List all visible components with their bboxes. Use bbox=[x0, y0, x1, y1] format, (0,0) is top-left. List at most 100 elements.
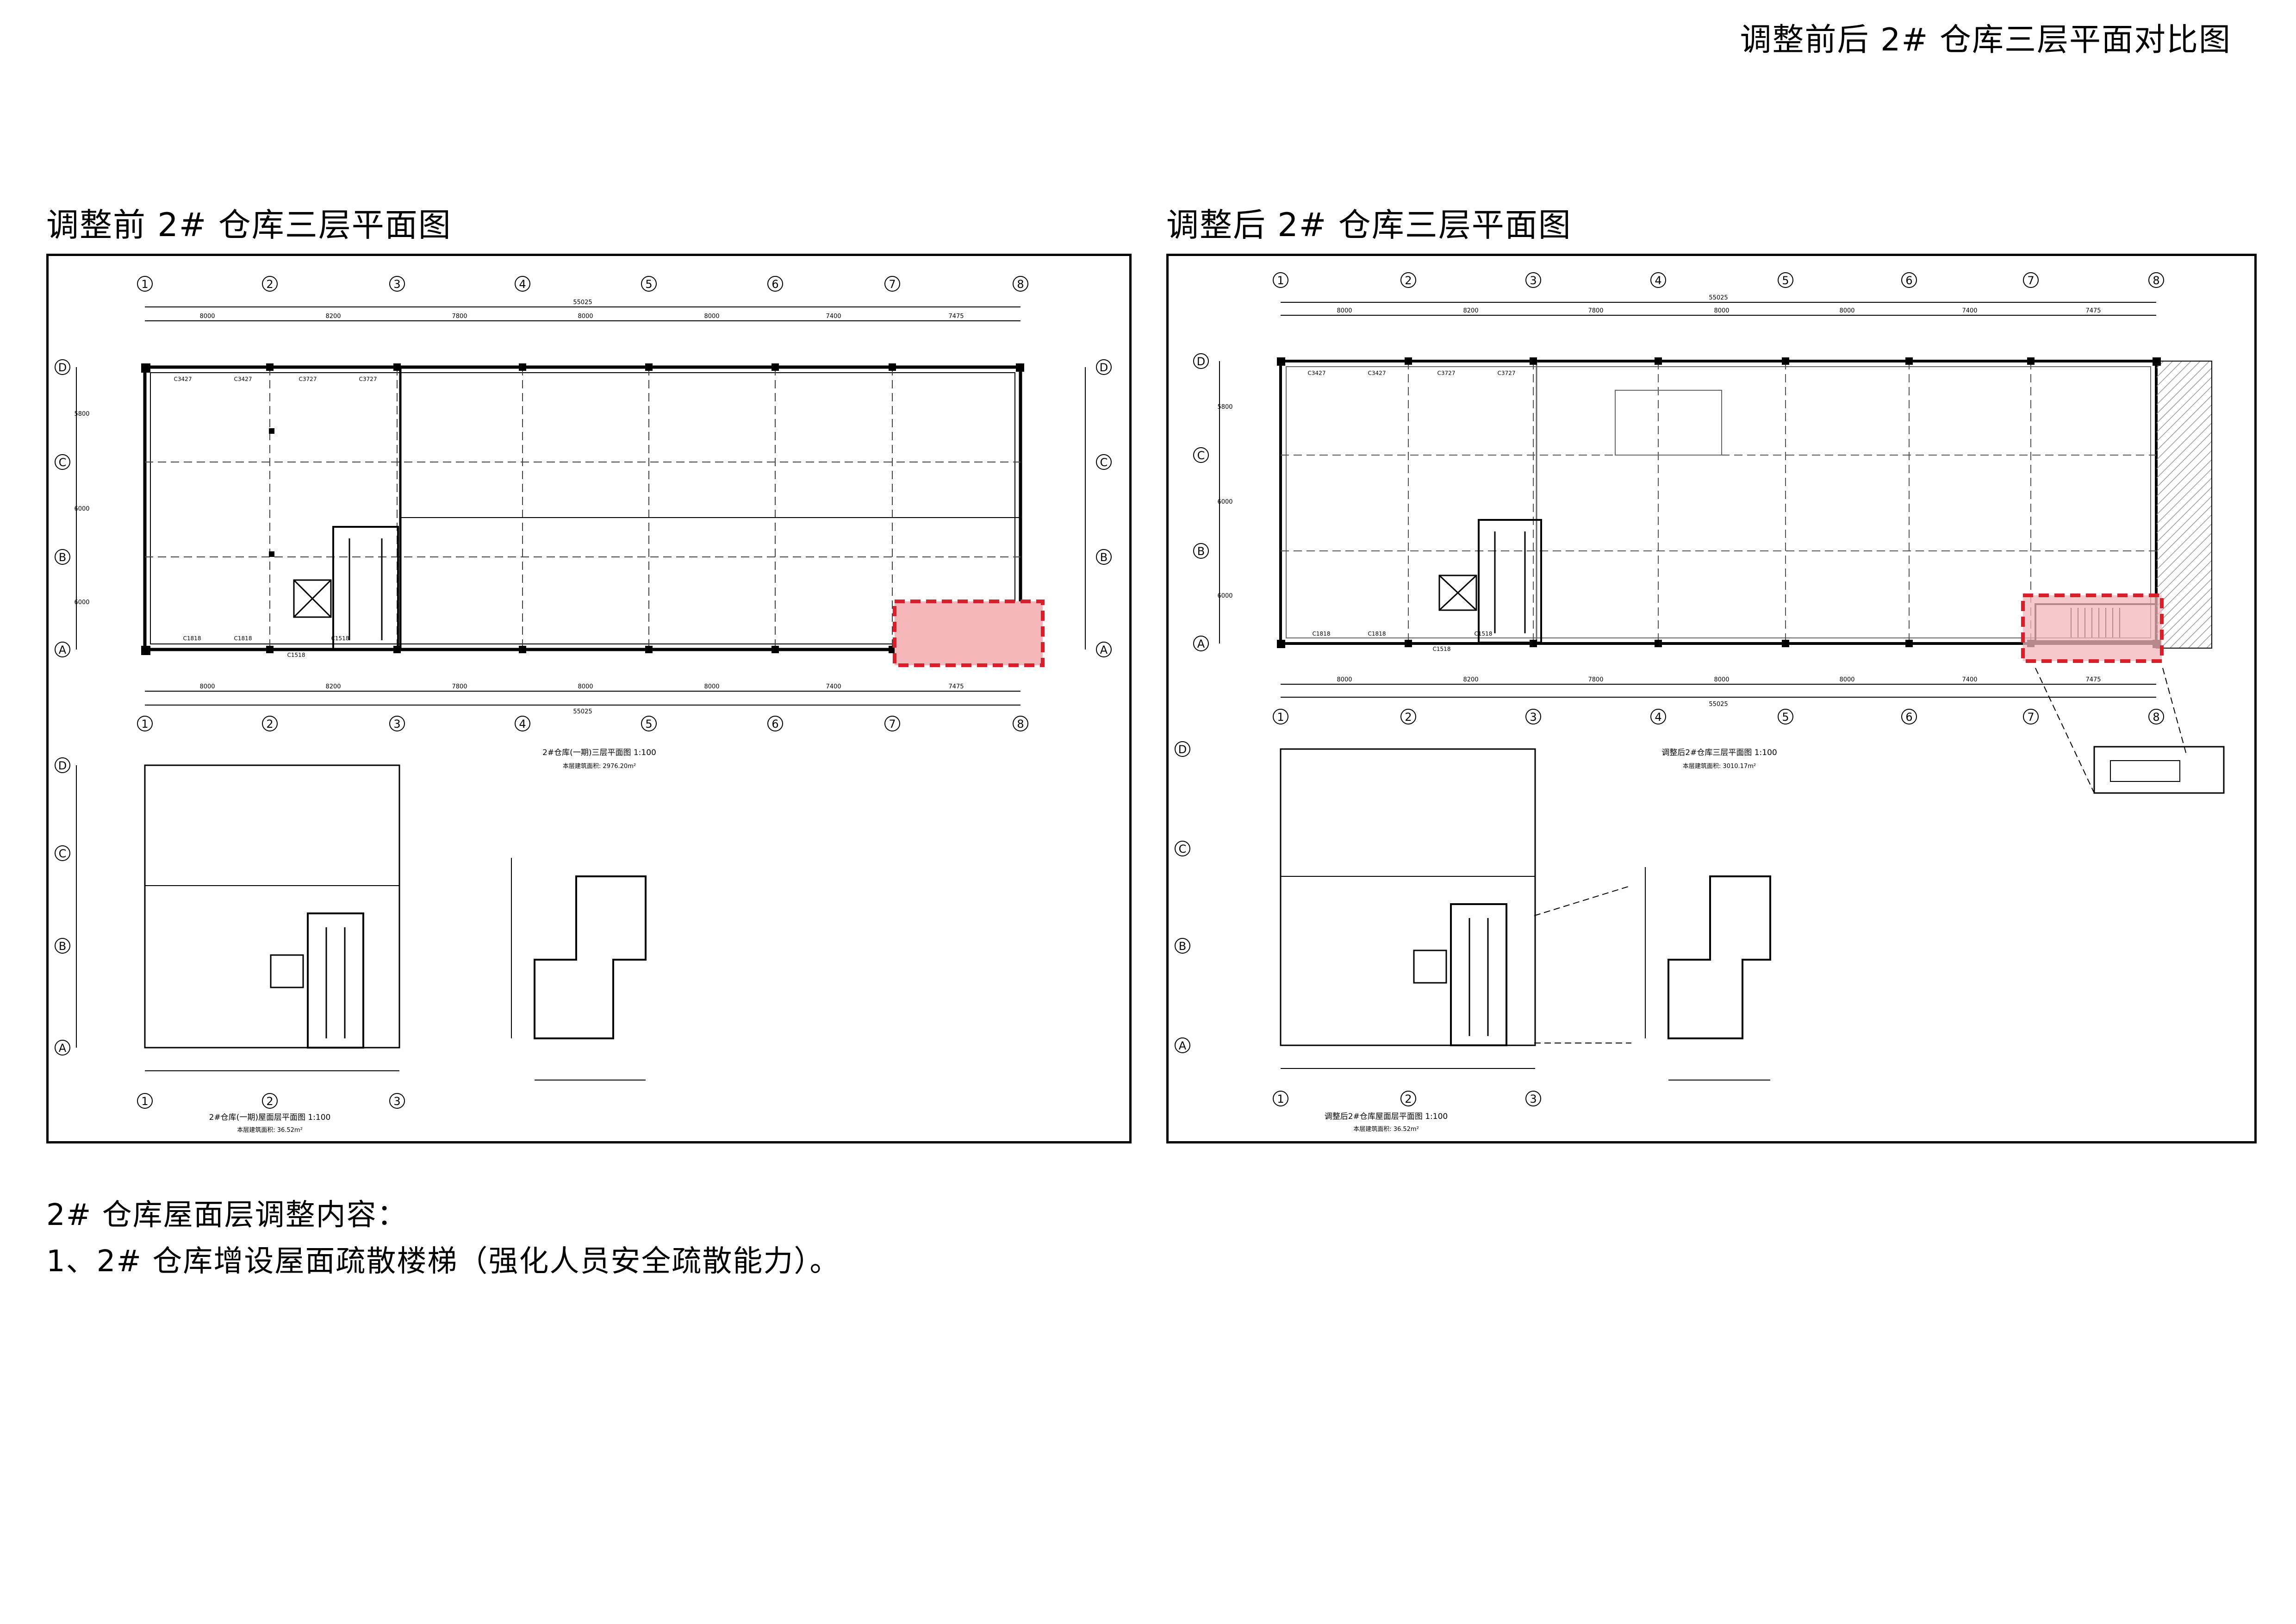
svg-text:8000: 8000 bbox=[199, 683, 215, 690]
before-stair-core bbox=[332, 526, 399, 650]
svg-text:A: A bbox=[1197, 637, 1205, 650]
svg-text:C3727: C3727 bbox=[299, 376, 317, 382]
svg-text:3: 3 bbox=[1530, 711, 1537, 724]
svg-text:3: 3 bbox=[1530, 1093, 1537, 1106]
svg-text:6: 6 bbox=[772, 718, 778, 731]
before-dimensions: 55025 8000 8200 7800 8000 8000 7400 7475… bbox=[74, 299, 964, 715]
svg-text:8000: 8000 bbox=[704, 313, 719, 320]
svg-text:55025: 55025 bbox=[573, 299, 592, 306]
svg-text:3: 3 bbox=[393, 278, 400, 291]
svg-text:B: B bbox=[1100, 551, 1108, 564]
svg-text:5: 5 bbox=[645, 278, 652, 291]
svg-text:8: 8 bbox=[1017, 718, 1024, 731]
svg-text:2: 2 bbox=[1405, 711, 1412, 724]
svg-text:C1518: C1518 bbox=[331, 635, 349, 642]
notes-heading: 2# 仓库屋面层调整内容： bbox=[46, 1198, 408, 1232]
svg-text:55025: 55025 bbox=[1709, 294, 1728, 301]
svg-text:B: B bbox=[59, 940, 66, 953]
svg-text:8000: 8000 bbox=[1337, 307, 1352, 314]
svg-text:7: 7 bbox=[2027, 274, 2034, 287]
svg-text:5800: 5800 bbox=[74, 411, 89, 418]
main-title: 调整前后 2# 仓库三层平面对比图 bbox=[1740, 22, 2231, 58]
svg-text:4: 4 bbox=[519, 718, 526, 731]
before-highlight-area bbox=[893, 600, 1045, 667]
svg-text:7: 7 bbox=[889, 718, 896, 731]
svg-text:8000: 8000 bbox=[1714, 676, 1729, 683]
svg-text:8000: 8000 bbox=[199, 313, 215, 320]
svg-text:1: 1 bbox=[1277, 711, 1284, 724]
before-elevator bbox=[293, 579, 332, 618]
svg-text:4: 4 bbox=[1655, 274, 1661, 287]
svg-text:7: 7 bbox=[889, 278, 896, 291]
svg-text:7400: 7400 bbox=[1962, 676, 1977, 683]
svg-text:6000: 6000 bbox=[1217, 593, 1232, 600]
svg-text:C3727: C3727 bbox=[1437, 370, 1456, 376]
before-roof-axis: D C B A 1 2 3 bbox=[55, 757, 405, 1109]
svg-text:C1818: C1818 bbox=[234, 635, 252, 642]
svg-text:4: 4 bbox=[1655, 711, 1661, 724]
svg-text:2: 2 bbox=[266, 1095, 273, 1108]
after-drawing: 1 2 3 4 5 6 7 8 1 2 3 4 5 6 7 8 D C bbox=[1175, 272, 2225, 1133]
svg-text:C1818: C1818 bbox=[1313, 631, 1331, 637]
after-axis-left: D C B A bbox=[1193, 353, 1209, 651]
svg-text:C: C bbox=[1179, 843, 1187, 856]
svg-text:55025: 55025 bbox=[1709, 701, 1728, 708]
svg-text:7: 7 bbox=[2027, 711, 2034, 724]
svg-text:B: B bbox=[1179, 940, 1186, 953]
before-columns bbox=[141, 363, 1024, 655]
svg-text:2: 2 bbox=[266, 278, 273, 291]
after-plan-area: 本层建筑面积: 3010.17m² bbox=[1683, 762, 1756, 770]
svg-text:8000: 8000 bbox=[578, 313, 593, 320]
svg-text:7475: 7475 bbox=[2085, 307, 2101, 314]
svg-text:7400: 7400 bbox=[1962, 307, 1977, 314]
after-highlight-area bbox=[2021, 593, 2164, 663]
after-grid-bubbles: 1 2 3 4 5 6 7 8 1 2 3 4 5 6 7 8 D C bbox=[1175, 272, 2164, 1106]
before-axis-top: 1 2 3 4 5 6 7 8 bbox=[137, 276, 1028, 292]
svg-text:1: 1 bbox=[1277, 1093, 1284, 1106]
svg-text:1: 1 bbox=[141, 1095, 148, 1108]
svg-text:8000: 8000 bbox=[578, 683, 593, 690]
svg-text:8: 8 bbox=[2153, 711, 2159, 724]
after-stair-detail-new bbox=[2093, 746, 2225, 794]
svg-text:D: D bbox=[1178, 743, 1187, 756]
before-stair-detail bbox=[534, 875, 647, 1039]
before-plan-caption: 2#仓库(一期)三层平面图 1:100 bbox=[542, 748, 656, 757]
svg-text:2: 2 bbox=[266, 718, 273, 731]
svg-text:C3427: C3427 bbox=[1368, 370, 1386, 376]
before-roof-area: 本层建筑面积: 36.52m² bbox=[237, 1126, 303, 1134]
svg-text:2: 2 bbox=[1405, 1093, 1412, 1106]
svg-text:3: 3 bbox=[393, 1095, 400, 1108]
svg-text:C1518: C1518 bbox=[1433, 646, 1451, 652]
before-drawing: 1 2 3 4 5 6 7 8 1 2 3 4 5 6 7 8 D C bbox=[55, 276, 1112, 1134]
svg-text:8200: 8200 bbox=[325, 313, 341, 320]
svg-text:C3427: C3427 bbox=[234, 376, 252, 382]
svg-text:7475: 7475 bbox=[948, 683, 964, 690]
svg-text:5: 5 bbox=[1782, 274, 1789, 287]
svg-text:C1518: C1518 bbox=[1475, 631, 1493, 637]
svg-text:8000: 8000 bbox=[1839, 676, 1854, 683]
svg-text:55025: 55025 bbox=[573, 708, 592, 715]
before-roof-outline bbox=[144, 764, 400, 1049]
svg-text:6000: 6000 bbox=[1217, 499, 1232, 506]
svg-text:3: 3 bbox=[1530, 274, 1537, 287]
svg-text:C3427: C3427 bbox=[174, 376, 192, 382]
svg-text:7800: 7800 bbox=[1588, 307, 1603, 314]
after-panel-title: 调整后 2# 仓库三层平面图 bbox=[1166, 206, 1572, 244]
svg-text:8000: 8000 bbox=[1839, 307, 1854, 314]
before-window-tags: C3427 C3427 C3727 C3727 C1818 C1818 C151… bbox=[174, 376, 377, 658]
svg-text:6: 6 bbox=[1905, 274, 1912, 287]
after-plan-caption: 调整后2#仓库三层平面图 1:100 bbox=[1661, 748, 1777, 757]
svg-text:2: 2 bbox=[1405, 274, 1412, 287]
svg-text:C3727: C3727 bbox=[359, 376, 377, 382]
svg-text:1: 1 bbox=[141, 718, 148, 731]
svg-text:7800: 7800 bbox=[1588, 676, 1603, 683]
svg-text:D: D bbox=[58, 759, 67, 772]
svg-text:C: C bbox=[59, 456, 67, 469]
after-roof-outline bbox=[1280, 748, 1536, 1046]
svg-text:7800: 7800 bbox=[452, 313, 467, 320]
svg-text:B: B bbox=[1197, 545, 1205, 558]
svg-text:3: 3 bbox=[393, 718, 400, 731]
svg-text:8000: 8000 bbox=[1337, 676, 1352, 683]
svg-text:A: A bbox=[59, 1042, 67, 1055]
svg-text:C1818: C1818 bbox=[183, 635, 201, 642]
